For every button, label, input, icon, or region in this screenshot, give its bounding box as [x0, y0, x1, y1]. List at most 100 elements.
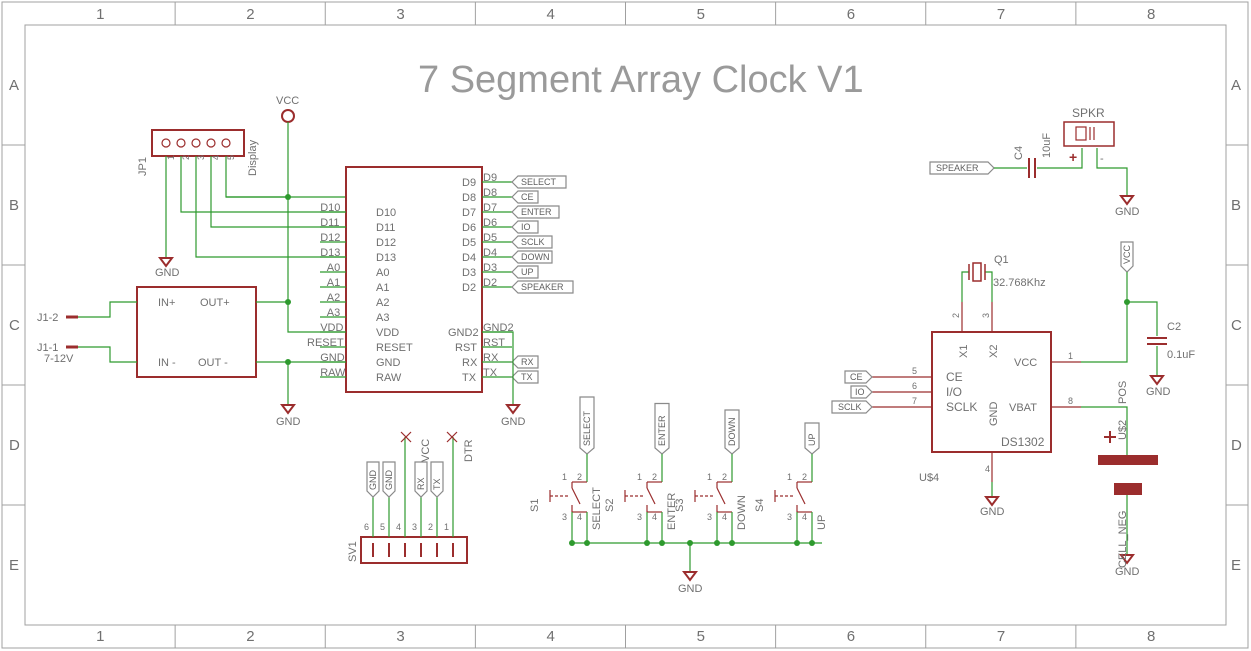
grid-row-label: A: [1231, 77, 1241, 94]
switch-name: DOWN: [736, 495, 748, 530]
arduino-pin-label: D13: [376, 252, 396, 264]
c4-ref: C4: [1013, 146, 1025, 160]
crystal: Q1 32.768Khz: [961, 254, 1046, 302]
arduino-net-label: D4: [483, 247, 497, 259]
battery-pos: POS: [1117, 381, 1129, 404]
gnd-label: GND: [678, 583, 703, 595]
voltage-label: 7-12V: [44, 353, 74, 365]
net-port: [511, 250, 553, 264]
switch-lever: [796, 487, 806, 505]
wire: [985, 271, 993, 302]
gnd-icon: [280, 404, 296, 415]
arduino-body: [345, 166, 483, 393]
reg-in-plus: IN+: [158, 297, 175, 309]
speaker-body: [1063, 121, 1115, 147]
ftdi-body: [360, 536, 468, 564]
gnd-icon: [505, 404, 521, 415]
grid-row-label: C: [9, 317, 20, 334]
header-name: Display: [247, 139, 259, 176]
port-ce: [844, 370, 873, 384]
arduino-net-label: A0: [327, 262, 340, 274]
switch-ref: S4: [754, 499, 766, 512]
crystal-value: 32.768Khz: [993, 277, 1046, 289]
arduino-pin-label: D5: [462, 237, 476, 249]
wire: [180, 156, 346, 213]
arduino-pin-label: D6: [462, 222, 476, 234]
inner-frame: [24, 24, 1227, 626]
grid-row-label: D: [9, 437, 20, 454]
switch-pin-num: 3: [562, 512, 567, 522]
header-pin-num: 2: [181, 155, 191, 160]
arduino-pin-label: D9: [462, 177, 476, 189]
net-port-label: UP: [521, 267, 534, 277]
port-io: [850, 385, 873, 399]
gnd-label: GND: [501, 416, 526, 428]
header-pin-num: 3: [196, 155, 206, 160]
vcc-cap: VCC GND C2 0.1uF: [1081, 241, 1195, 398]
rtc-pin-sclk: SCLK: [946, 400, 977, 414]
gnd-label: GND: [276, 416, 301, 428]
junction-dot: [687, 540, 693, 546]
switch-lever: [571, 487, 581, 505]
net-port: [511, 370, 539, 384]
net-port: [511, 190, 539, 204]
arduino-pin-label: A0: [376, 267, 389, 279]
grid-col-label: 7: [997, 6, 1005, 23]
arduino-net-label: GND: [320, 352, 345, 364]
arduino-net-label: TX: [483, 367, 498, 379]
j1-1-label: J1-1: [37, 342, 58, 354]
rtc-chip: CE I/O SCLK VCC VBAT X1 X2 GND DS1302 U$…: [872, 302, 1081, 518]
gnd-label: GND: [1115, 566, 1140, 578]
net-port-label: GND: [384, 470, 394, 491]
switch-pin-num: 2: [722, 472, 727, 482]
arduino-net-label: RAW: [320, 367, 346, 379]
arduino-pin-label: D8: [462, 192, 476, 204]
rtc-pin-num: 2: [951, 313, 961, 318]
net-port-label: DOWN: [727, 418, 737, 447]
switch-name: ENTER: [666, 493, 678, 530]
arduino-pin-label: RAW: [376, 372, 402, 384]
speaker-ref: SPKR: [1072, 106, 1105, 120]
rtc-pin-vbat: VBAT: [1009, 402, 1037, 414]
junction-dot: [285, 359, 291, 365]
gnd-label: GND: [1115, 206, 1140, 218]
regulator-body: [136, 286, 257, 378]
grid-row-label: B: [1231, 197, 1241, 214]
grid-col-label: 4: [546, 628, 554, 645]
header-pin: [221, 138, 231, 148]
net-port-label: TX: [521, 372, 533, 382]
j1-2-label: J1-2: [37, 312, 58, 324]
arduino-pin-label: A2: [376, 297, 389, 309]
switch-ref: S1: [529, 499, 541, 512]
arduino-net-label: VDD: [320, 322, 343, 334]
battery-ref: U$2: [1117, 420, 1129, 440]
grid-col-label: 4: [546, 6, 554, 23]
arduino-pin-label: GND: [376, 357, 401, 369]
port-speaker: [929, 161, 995, 175]
gnd-label: GND: [980, 506, 1005, 518]
reg-out-plus: OUT+: [200, 297, 230, 309]
arduino-pin-label: A1: [376, 282, 389, 294]
reg-out-minus: OUT -: [198, 357, 228, 369]
net-port-label: RX: [521, 357, 534, 367]
arduino-pin-label: RX: [462, 357, 478, 369]
nc-vcc: VCC: [400, 431, 432, 462]
nc-dtr-label: DTR: [463, 439, 475, 462]
port-sclk-label: SCLK: [838, 402, 862, 412]
arduino-net-label: D9: [483, 172, 497, 184]
nc-cross: [400, 431, 412, 443]
gnd-icon: [158, 257, 174, 268]
arduino-net-label: D6: [483, 217, 497, 229]
arduino-pin-label: D10: [376, 207, 396, 219]
regulator: IN+ IN - OUT+ OUT - J1-2 J1-1 7-12V GND: [37, 286, 346, 428]
grid-col-label: 5: [697, 6, 705, 23]
arduino-net-label: RX: [483, 352, 499, 364]
